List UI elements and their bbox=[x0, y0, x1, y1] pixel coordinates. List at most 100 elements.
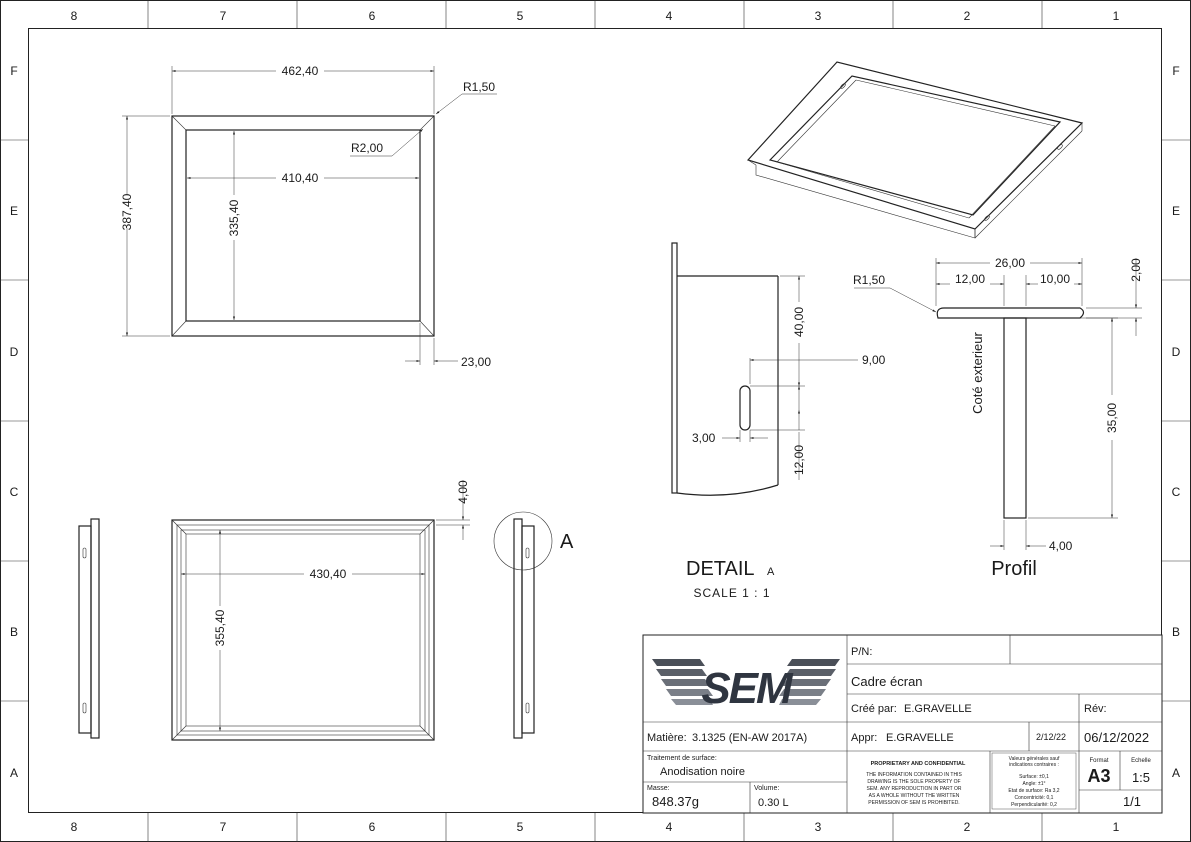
front-view: 462,40 410,40 387,40 335,40 R1,50 R2,00 … bbox=[120, 64, 497, 369]
dim-inner-width: 410,40 bbox=[282, 171, 319, 185]
col-label: 7 bbox=[220, 9, 227, 23]
sem-logo: SEM bbox=[652, 659, 840, 713]
col-label: 2 bbox=[964, 820, 971, 834]
tolerance-line: Valeurs générales sauf bbox=[1009, 756, 1060, 762]
proprietary-line: THE INFORMATION CONTAINED IN THIS bbox=[866, 772, 962, 778]
title-block: SEM P/N: Cadre écran Créé par: E.GRAVELL… bbox=[642, 634, 1163, 814]
dim-back-inner-height: 355,40 bbox=[213, 609, 227, 646]
back-view: 430,40 355,40 4,00 bbox=[171, 480, 470, 741]
col-label: 6 bbox=[369, 820, 376, 834]
dim-slot-width: 3,00 bbox=[692, 431, 716, 445]
row-label: C bbox=[1172, 485, 1181, 499]
tolerance-line: Surface: ±0,1 bbox=[1019, 774, 1049, 780]
col-label: 8 bbox=[71, 9, 78, 23]
date: 06/12/2022 bbox=[1084, 730, 1149, 745]
row-label: A bbox=[1172, 766, 1180, 780]
col-label: 5 bbox=[517, 820, 524, 834]
created-by: E.GRAVELLE bbox=[904, 703, 972, 715]
approved-label: Appr: bbox=[851, 732, 877, 744]
format: A3 bbox=[1087, 766, 1110, 786]
logo-text: SEM bbox=[701, 664, 794, 713]
detail-title: DETAIL bbox=[686, 558, 755, 580]
pn-label: P/N: bbox=[851, 646, 872, 658]
isometric-view bbox=[746, 61, 1084, 239]
row-label: D bbox=[1172, 345, 1181, 359]
dim-height: 387,40 bbox=[120, 193, 134, 230]
dim-back-thickness: 4,00 bbox=[456, 480, 470, 504]
mass: 848.37g bbox=[652, 794, 699, 809]
material-label: Matière: bbox=[647, 732, 687, 744]
col-label: 4 bbox=[666, 9, 673, 23]
detail-view: 40,00 9,00 3,00 12,00 DETAIL A SCALE 1 :… bbox=[671, 242, 886, 600]
dim-flange: 23,00 bbox=[461, 355, 491, 369]
approved-date: 2/12/22 bbox=[1036, 732, 1066, 742]
col-label: 6 bbox=[369, 9, 376, 23]
profile-view: 26,00 12,00 10,00 2,00 R1,50 35,00 4,00 … bbox=[853, 256, 1143, 580]
tolerance-line: Angle: ±1° bbox=[1022, 781, 1045, 787]
volume: 0.30 L bbox=[758, 797, 789, 809]
tolerance-line: Perpendicularité: 0,2 bbox=[1011, 802, 1057, 808]
sheet-number: 1/1 bbox=[1123, 794, 1141, 809]
proprietary-line: AS A WHOLE WITHOUT THE WRITTEN bbox=[869, 793, 960, 799]
grid-labels: 8 7 6 5 4 3 2 1 8 7 6 5 4 3 2 1 F E D C … bbox=[10, 9, 1181, 834]
col-label: 2 bbox=[964, 9, 971, 23]
material: 3.1325 (EN-AW 2017A) bbox=[692, 732, 807, 744]
col-label: 5 bbox=[517, 9, 524, 23]
detail-title-suffix: A bbox=[767, 566, 775, 578]
dim-right-width: 10,00 bbox=[1040, 272, 1070, 286]
approved-by: E.GRAVELLE bbox=[886, 732, 954, 744]
side-view-right: A bbox=[493, 511, 574, 739]
row-label: B bbox=[1172, 625, 1180, 639]
rev-label: Rév: bbox=[1084, 703, 1107, 715]
row-label: F bbox=[10, 64, 17, 78]
row-label: D bbox=[10, 345, 19, 359]
col-label: 8 bbox=[71, 820, 78, 834]
dim-left-width: 12,00 bbox=[955, 272, 985, 286]
tolerance-line: Concentricité: 0,1 bbox=[1015, 795, 1054, 801]
dim-inner-radius: R2,00 bbox=[351, 141, 383, 155]
tolerance-line: Etat de surface: Ra 3,2 bbox=[1008, 788, 1059, 794]
tolerance-line: indications contraires : bbox=[1009, 762, 1059, 768]
row-label: E bbox=[10, 204, 18, 218]
col-label: 1 bbox=[1113, 820, 1120, 834]
row-label: F bbox=[1172, 64, 1179, 78]
created-label: Créé par: bbox=[851, 703, 897, 715]
dim-top-thickness: 2,00 bbox=[1129, 258, 1143, 282]
row-label: A bbox=[10, 766, 18, 780]
dim-width: 462,40 bbox=[282, 64, 319, 78]
detail-callout: A bbox=[560, 531, 574, 553]
col-label: 3 bbox=[815, 9, 822, 23]
dim-back-inner-width: 430,40 bbox=[310, 567, 347, 581]
mass-label: Masse: bbox=[647, 785, 670, 792]
dim-stem-width: 4,00 bbox=[1049, 539, 1073, 553]
detail-scale: SCALE 1 : 1 bbox=[693, 586, 770, 600]
scale: 1:5 bbox=[1132, 770, 1150, 785]
profile-side-label: Coté exterieur bbox=[970, 332, 985, 414]
profile-title: Profil bbox=[991, 558, 1037, 580]
volume-label: Volume: bbox=[754, 785, 779, 792]
proprietary-title: PROPRIETARY AND CONFIDENTIAL bbox=[871, 761, 966, 767]
scale-label: Echelle bbox=[1131, 758, 1151, 764]
dim-bottom: 12,00 bbox=[792, 445, 806, 475]
dim-outer-radius: R1,50 bbox=[463, 80, 495, 94]
proprietary-line: SEM. ANY REPRODUCTION IN PART OR bbox=[867, 786, 962, 792]
dim-offset: 9,00 bbox=[862, 353, 886, 367]
side-view-left bbox=[78, 518, 100, 739]
surface: Anodisation noire bbox=[660, 766, 745, 778]
dim-inner-height: 335,40 bbox=[227, 199, 241, 236]
dim-profile-radius: R1,50 bbox=[853, 273, 885, 287]
dim-top: 40,00 bbox=[792, 307, 806, 337]
dim-height: 35,00 bbox=[1105, 403, 1119, 433]
surface-label: Traitement de surface: bbox=[647, 755, 717, 762]
format-label: Format bbox=[1089, 758, 1108, 764]
dim-total-width: 26,00 bbox=[995, 256, 1025, 270]
col-label: 1 bbox=[1113, 9, 1120, 23]
col-label: 4 bbox=[666, 820, 673, 834]
proprietary-line: PERMISSION OF SEM IS PROHIBITED. bbox=[868, 800, 959, 806]
col-label: 7 bbox=[220, 820, 227, 834]
col-label: 3 bbox=[815, 820, 822, 834]
proprietary-line: DRAWING IS THE SOLE PROPERTY OF bbox=[867, 779, 960, 785]
row-label: B bbox=[10, 625, 18, 639]
row-label: E bbox=[1172, 204, 1180, 218]
